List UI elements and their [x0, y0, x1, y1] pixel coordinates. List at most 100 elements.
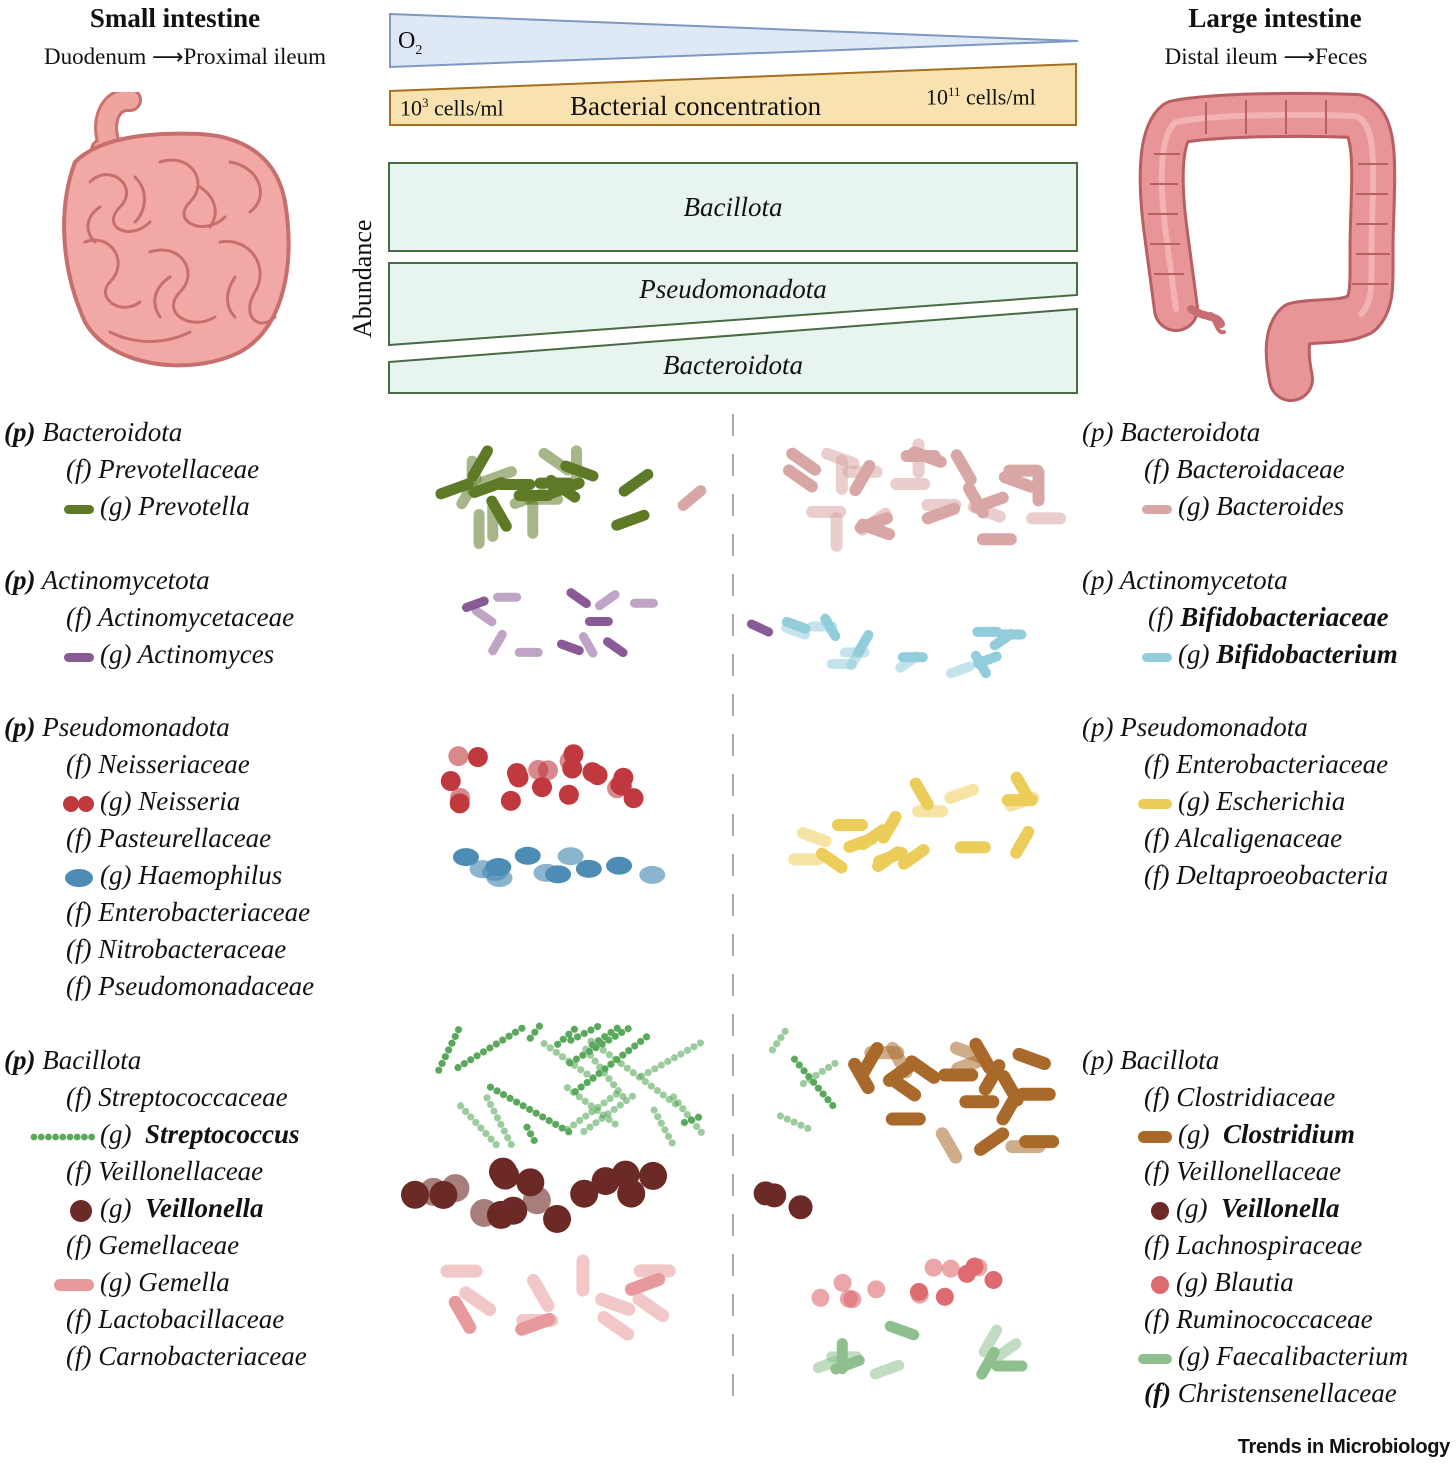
actinomyces-cluster-cell: [471, 606, 497, 627]
streptococcus-cluster-cell: [500, 1127, 508, 1135]
actinomyces-cluster-cell: [488, 629, 507, 656]
escherichia-cluster-cell: [1010, 771, 1035, 805]
streptococcus-right-cell: [814, 1084, 822, 1092]
veillonella-cluster-cell: [470, 1198, 499, 1227]
gemella-cluster-cell: [633, 1264, 676, 1278]
escherichia-cluster-cell: [954, 841, 991, 854]
streptococcus-cluster-cell: [625, 1046, 633, 1055]
streptococcus-right: [768, 1027, 839, 1132]
veillonella-right: [753, 1181, 813, 1220]
conc-right-label: 1011 cells/ml: [926, 84, 1036, 110]
blautia-cluster-cell: [941, 1259, 960, 1278]
streptococcus-cluster-cell: [539, 1113, 547, 1121]
neisseria-cluster-cell: [587, 765, 608, 786]
streptococcus-cluster-cell: [587, 1037, 595, 1045]
streptococcus-cluster-cell: [611, 1120, 619, 1128]
streptococcus-cluster-cell: [526, 1130, 535, 1138]
streptococcus-cluster-cell: [493, 1114, 502, 1122]
bifidobacterium-cluster-cell: [946, 661, 975, 679]
streptococcus-cluster-cell: [526, 1034, 534, 1042]
faecalibacterium-cluster: [812, 1320, 1028, 1380]
streptococcus-right-cell: [818, 1067, 826, 1076]
streptococcus-cluster-cell: [511, 1028, 520, 1036]
haemophilus-cluster-cell: [514, 846, 541, 865]
right-group-bacillota: (p) Bacillota (f) Clostridiaceae (g) Clo…: [1082, 1045, 1409, 1408]
prevotella-cluster-cell: [473, 508, 485, 549]
clostridium-cluster-cell: [882, 1058, 919, 1087]
clostridium-cluster-cell: [1015, 1087, 1056, 1101]
faecalibacterium-cluster-cell: [869, 1359, 905, 1380]
haemophilus-cluster-cell: [469, 860, 496, 879]
streptococcus-cluster-cell: [651, 1065, 659, 1073]
bacterial-concentration-label: Bacterial concentration: [570, 91, 822, 121]
band-label-pseudomonadota: Pseudomonadota: [639, 274, 827, 304]
gemella-cluster-cell: [516, 1313, 559, 1327]
streptococcus-cluster-cell: [567, 1036, 575, 1044]
streptococcus-cluster-cell: [647, 1082, 655, 1090]
streptococcus-cluster-cell: [563, 1084, 571, 1092]
streptococcus-cluster-cell: [438, 1059, 446, 1068]
bacteroides-cluster-cell: [921, 502, 961, 525]
prevotella-cluster-cell: [527, 498, 539, 539]
conc-left-label: 103 cells/ml: [400, 95, 504, 121]
large-intestine-title: Large intestine: [1188, 3, 1362, 33]
bacteroides-swatch-icon: [1142, 504, 1172, 514]
streptococcus-cluster-cell: [473, 1052, 481, 1060]
prevotella-swatch-icon: [64, 504, 94, 514]
blautia-cluster-cell: [924, 1258, 943, 1277]
gemella-cluster-cell: [632, 1292, 670, 1323]
streptococcus-cluster-cell: [624, 1025, 632, 1033]
streptococcus-cluster-cell: [571, 1061, 579, 1069]
gemella-cluster-cell: [459, 1286, 497, 1316]
neisseria-cluster-cell: [506, 763, 527, 784]
abundance-bands: [388, 162, 1078, 394]
blautia-cluster-cell: [833, 1273, 852, 1292]
faecalibacterium-cluster-cell: [991, 1360, 1028, 1372]
actinomyces-cluster-cell: [461, 596, 489, 613]
bifidobacterium-cluster-cell: [895, 651, 922, 673]
streptococcus-cluster-cell: [559, 1035, 567, 1043]
streptococcus-cluster-cell: [587, 1026, 595, 1034]
streptococcus-right-cell: [812, 1071, 820, 1080]
actinomyces-stray: [746, 619, 774, 637]
pseudomonadota-band: [388, 262, 1078, 347]
prevotella-cluster-cell: [546, 477, 585, 499]
streptococcus-cluster-cell: [499, 1036, 507, 1044]
prevotella-cluster-cell: [538, 447, 574, 476]
band-label-bacillota: Bacillota: [683, 192, 783, 222]
gemella-cluster-cell: [624, 1272, 666, 1296]
streptococcus-cluster-cell: [605, 1075, 613, 1083]
streptococcus-cluster-cell: [532, 1109, 540, 1117]
escherichia-cluster-cell: [944, 783, 979, 804]
streptococcus-cluster-cell: [576, 1116, 584, 1125]
streptococcus-cluster-cell: [583, 1070, 591, 1078]
bacteroides-cluster-cell: [967, 501, 1006, 523]
bacteroides-cluster: [782, 438, 1067, 552]
neisseria-cluster-cell: [449, 793, 470, 814]
streptococcus-right-cell: [819, 1090, 827, 1098]
veillonella-cluster-cell: [522, 1186, 551, 1215]
small-intestine-illustration: [62, 92, 291, 368]
streptococcus-right-cell: [797, 1121, 805, 1129]
actinomyces-cluster-cell: [578, 632, 598, 658]
streptococcus-cluster-cell: [599, 1111, 607, 1119]
streptococcus-cluster-cell: [558, 1124, 566, 1132]
blautia-cluster-cell: [935, 1287, 954, 1306]
bacterial-concentration-gradient: [389, 62, 1077, 126]
streptococcus-cluster-cell: [683, 1046, 692, 1054]
veillonella-cluster-cell: [570, 1179, 599, 1208]
clostridium-cluster-cell: [978, 1059, 1006, 1096]
clostridium-cluster-cell: [885, 1112, 926, 1126]
streptococcus-swatch-icon: [30, 1133, 95, 1141]
streptococcus-cluster-cell: [657, 1119, 665, 1127]
bacteroides-cell: [677, 485, 707, 511]
blautia-cluster-cell: [811, 1288, 830, 1307]
streptococcus-cluster-cell: [610, 1105, 618, 1114]
streptococcus-cluster-cell: [435, 1066, 443, 1074]
streptococcus-cluster-cell: [472, 1118, 480, 1127]
actinomyces-cluster: [461, 588, 658, 658]
streptococcus-cluster-cell: [479, 1048, 488, 1056]
streptococcus-right-cell: [781, 1027, 789, 1035]
streptococcus-right-cell: [768, 1046, 777, 1054]
gemella-cluster-cell: [595, 1292, 636, 1316]
